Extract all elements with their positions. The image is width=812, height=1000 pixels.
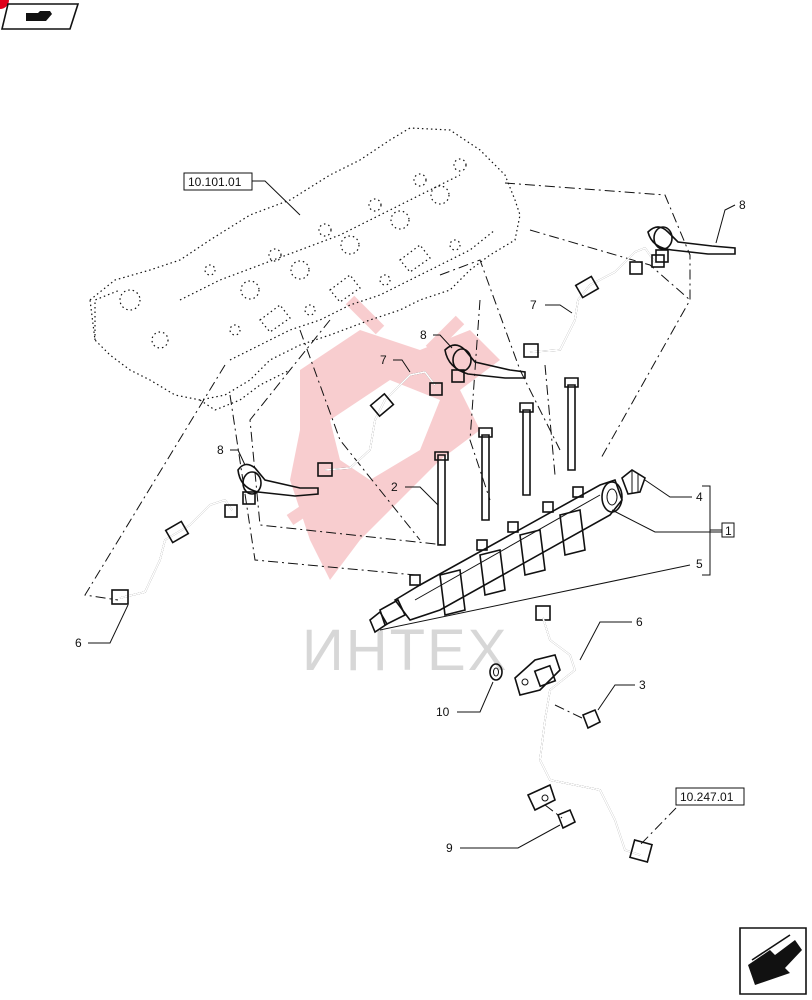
callout-8-right: 8 xyxy=(715,198,746,244)
svg-text:5: 5 xyxy=(696,557,703,571)
injector-connectors xyxy=(237,226,736,505)
svg-text:8: 8 xyxy=(739,198,746,212)
svg-text:8: 8 xyxy=(217,443,224,457)
callout-5: 5 xyxy=(379,557,703,631)
ref-box-engine[interactable]: 10.101.01 xyxy=(183,172,253,191)
engine-cylinder-head xyxy=(89,127,521,411)
pressure-valve xyxy=(621,469,646,495)
ref-engine-text: 10.101.01 xyxy=(188,175,242,189)
group-bracket: 1 xyxy=(702,485,735,576)
prev-page-arrow-icon[interactable] xyxy=(739,927,807,995)
callout-8-mid: 8 xyxy=(420,328,453,349)
feed-pipe xyxy=(514,605,654,864)
book-nav-icon[interactable] xyxy=(0,0,80,30)
callout-6: 6 xyxy=(579,615,643,661)
callout-9: 9 xyxy=(446,824,561,855)
callout-2: 2 xyxy=(391,480,439,506)
injector-pipes xyxy=(111,247,665,605)
svg-text:10: 10 xyxy=(436,705,450,719)
callout-7-mid: 7 xyxy=(380,353,411,373)
svg-text:7: 7 xyxy=(530,298,537,312)
svg-text:9: 9 xyxy=(446,841,453,855)
callout-7-right: 7 xyxy=(530,298,573,314)
sealing-washer-hole xyxy=(493,667,499,677)
callout-3: 3 xyxy=(597,678,646,711)
svg-text:8: 8 xyxy=(420,328,427,342)
group-label: 1 xyxy=(725,524,732,538)
svg-text:2: 2 xyxy=(391,480,398,494)
fuel-rail xyxy=(369,478,623,634)
mounting-studs xyxy=(434,377,579,546)
callout-7-left: 6 xyxy=(75,604,129,650)
corner-mark xyxy=(0,0,9,9)
svg-text:6: 6 xyxy=(636,615,643,629)
callout-8-left: 8 xyxy=(217,443,246,466)
svg-text:7: 7 xyxy=(380,353,387,367)
bolt-3 xyxy=(581,708,602,730)
sealing-washer xyxy=(489,663,503,681)
callout-1-leader xyxy=(611,509,722,533)
ref-engine-leader xyxy=(252,180,301,216)
bolt-9 xyxy=(556,808,577,830)
ref-return-text: 10.247.01 xyxy=(680,790,734,804)
watermark-logo-icon xyxy=(286,295,500,580)
svg-text:6: 6 xyxy=(75,636,82,650)
svg-text:4: 4 xyxy=(696,490,703,504)
callout-10: 10 xyxy=(436,681,494,719)
watermark-text: ИНТЕХ xyxy=(302,618,508,683)
ref-box-return[interactable]: 10.247.01 xyxy=(675,787,745,806)
callout-4: 4 xyxy=(644,479,703,504)
svg-text:3: 3 xyxy=(639,678,646,692)
assembly-lines xyxy=(84,182,691,846)
